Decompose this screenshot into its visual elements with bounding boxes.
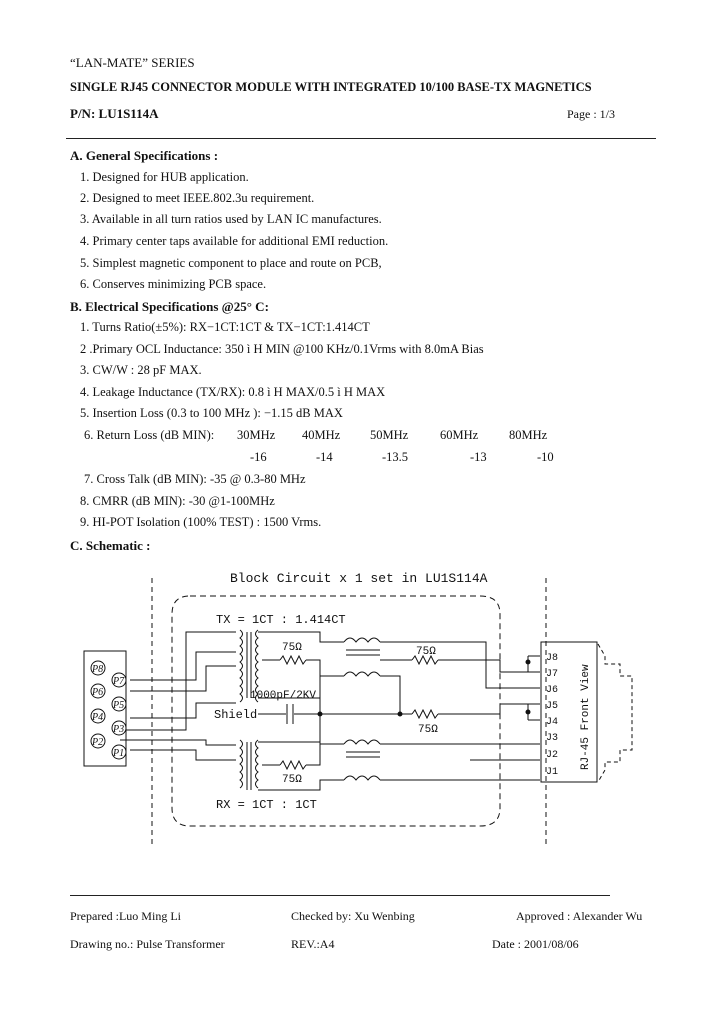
list-item: 9. HI-POT Isolation (100% TEST) : 1500 V… [80, 515, 322, 529]
block-title: Block Circuit x 1 set in LU1S114A [230, 571, 488, 586]
list-item: 5. Insertion Loss (0.3 to 100 MHz ): −1.… [80, 406, 343, 420]
prepared-by: Prepared :Luo Ming Li [70, 909, 181, 923]
pin-label: J7 [546, 669, 558, 680]
schematic-heading: C. Schematic : [70, 538, 151, 553]
pin-label: P1 [112, 748, 124, 759]
list-item: 1. Designed for HUB application. [80, 170, 249, 184]
pin-label: J4 [546, 717, 558, 728]
resistor-label: 75Ω [418, 724, 438, 736]
pin-label: P7 [112, 676, 125, 687]
pin-label: J6 [546, 685, 558, 696]
date: Date : 2001/08/06 [492, 937, 579, 951]
general-heading: A. General Specifications : [70, 148, 219, 163]
header-divider [66, 138, 656, 139]
return-loss-freq: 60MHz [440, 428, 479, 442]
rx-ratio: RX = 1CT : 1CT [216, 798, 317, 812]
list-item: 1. Turns Ratio(±5%): RX−1CT:1CT & TX−1CT… [80, 320, 370, 334]
resistor-label: 75Ω [416, 646, 436, 658]
pin-label: P4 [91, 712, 103, 723]
list-item: 8. CMRR (dB MIN): -30 @1-100MHz [80, 494, 275, 508]
pin-label: J5 [546, 701, 558, 712]
return-loss-value: -10 [537, 450, 554, 464]
pin-label: P3 [112, 724, 124, 735]
list-item: 4. Leakage Inductance (TX/RX): 0.8 ì H M… [80, 385, 386, 399]
list-item: 5. Simplest magnetic component to place … [80, 256, 382, 270]
return-loss-value: -14 [316, 450, 333, 464]
approved-by: Approved : Alexander Wu [516, 909, 643, 923]
return-loss-freq: 80MHz [509, 428, 548, 442]
pin-label: J2 [546, 750, 558, 761]
page-number: Page : 1/3 [567, 107, 615, 121]
checked-by: Checked by: Xu Wenbing [291, 909, 415, 923]
list-item: 4. Primary center taps available for add… [80, 234, 389, 248]
tx-ratio: TX = 1CT : 1.414CT [216, 613, 346, 627]
pin-label: P6 [91, 687, 103, 698]
pin-label: J3 [546, 733, 558, 744]
return-loss-value: -13 [470, 450, 487, 464]
return-loss-freq: 40MHz [302, 428, 341, 442]
document-title: SINGLE RJ45 CONNECTOR MODULE WITH INTEGR… [70, 80, 592, 94]
shield-label: Shield [214, 708, 257, 722]
return-loss-freq: 50MHz [370, 428, 409, 442]
list-item: 2 .Primary OCL Inductance: 350 ì H MIN @… [80, 342, 484, 356]
list-item: 2. Designed to meet IEEE.802.3u requirem… [80, 191, 315, 205]
part-number: P/N: LU1S114A [70, 106, 159, 121]
left-pins: P8 P7 P6 P5 P4 P3 P2 P1 [90, 660, 127, 760]
return-loss-value: -16 [250, 450, 267, 464]
series-title: “LAN-MATE” SERIES [70, 55, 195, 70]
electrical-heading: B. Electrical Specifications @25° C: [70, 299, 269, 314]
list-item: 3. Available in all turn ratios used by … [80, 212, 382, 226]
return-loss-freq: 30MHz [237, 428, 276, 442]
pin-label: J8 [546, 653, 558, 664]
list-item: 3. CW/W : 28 pF MAX. [80, 363, 202, 377]
capacitor-label: 1000pF/2KV [250, 690, 316, 702]
front-view-label: RJ-45 Front View [580, 664, 592, 770]
right-pins: J8 J7 J6 J5 J4 J3 J2 J1 [546, 653, 558, 778]
resistor-label: 75Ω [282, 774, 302, 786]
resistor-label: 75Ω [282, 642, 302, 654]
return-loss-label: 6. Return Loss (dB MIN): [84, 428, 215, 442]
footer-divider [70, 895, 610, 896]
revision: REV.:A4 [291, 937, 335, 951]
pin-label: P5 [112, 700, 124, 711]
pin-label: J1 [546, 767, 558, 778]
drawing-number: Drawing no.: Pulse Transformer [70, 937, 225, 951]
pin-label: P2 [91, 737, 103, 748]
pin-label: P8 [91, 664, 103, 675]
list-item: 7. Cross Talk (dB MIN): -35 @ 0.3-80 MHz [84, 472, 306, 486]
list-item: 6. Conserves minimizing PCB space. [80, 277, 267, 291]
return-loss-value: -13.5 [382, 450, 409, 464]
